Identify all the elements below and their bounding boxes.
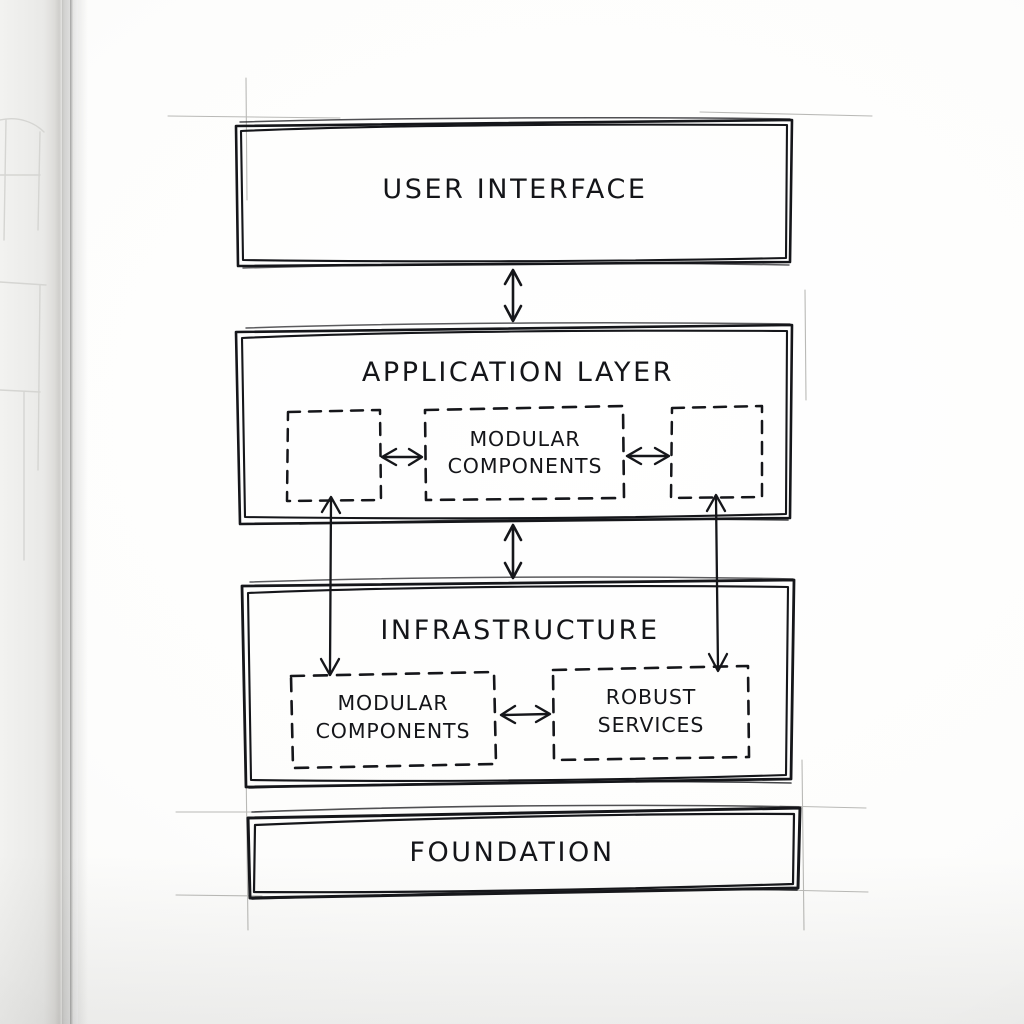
layer-label-application-layer: APPLICATION LAYER	[362, 357, 674, 388]
page-fold-edge	[70, 0, 73, 1024]
sub-box-label-app-modular-line2: COMPONENTS	[448, 454, 603, 478]
pencil-guidelines	[167, 77, 873, 931]
connector-app-modular-to-right	[625, 446, 671, 466]
layer-box-foundation[interactable]	[246, 804, 802, 900]
sub-box-label-infra-modular-line2: COMPONENTS	[316, 719, 471, 743]
bleed-through-marks	[0, 118, 47, 561]
sub-box-label-infra-robust-line1: ROBUST	[606, 685, 696, 709]
sub-box-label-app-modular-line1: MODULAR	[469, 427, 580, 451]
sub-box-infra-robust-services[interactable]	[551, 664, 751, 762]
gutter-shadow	[62, 0, 88, 1024]
layer-box-user-interface[interactable]	[234, 117, 794, 269]
connector-application-to-infrastructure	[503, 523, 523, 580]
connector-app-right-to-infra-robust	[705, 493, 729, 673]
sub-box-infra-modular-components[interactable]	[289, 670, 498, 770]
layer-label-foundation: FOUNDATION	[409, 837, 614, 868]
sub-box-app-left-slot[interactable]	[285, 408, 383, 503]
connector-infra-modular-to-robust	[499, 704, 552, 725]
sub-box-label-infra-robust-line2: SERVICES	[598, 713, 705, 737]
paper-surface	[62, 0, 1024, 1024]
layer-box-infrastructure[interactable]	[240, 576, 796, 789]
connector-ui-to-application	[503, 268, 523, 323]
layer-label-user-interface: USER INTERFACE	[382, 174, 647, 205]
sub-box-app-modular-components[interactable]	[423, 404, 626, 502]
connector-app-left-to-modular	[380, 447, 424, 467]
sub-box-app-right-slot[interactable]	[669, 404, 764, 500]
sub-box-label-infra-modular-line1: MODULAR	[337, 691, 448, 715]
layer-box-application-layer[interactable]	[234, 322, 794, 526]
layer-label-infrastructure: INFRASTRUCTURE	[380, 615, 659, 646]
